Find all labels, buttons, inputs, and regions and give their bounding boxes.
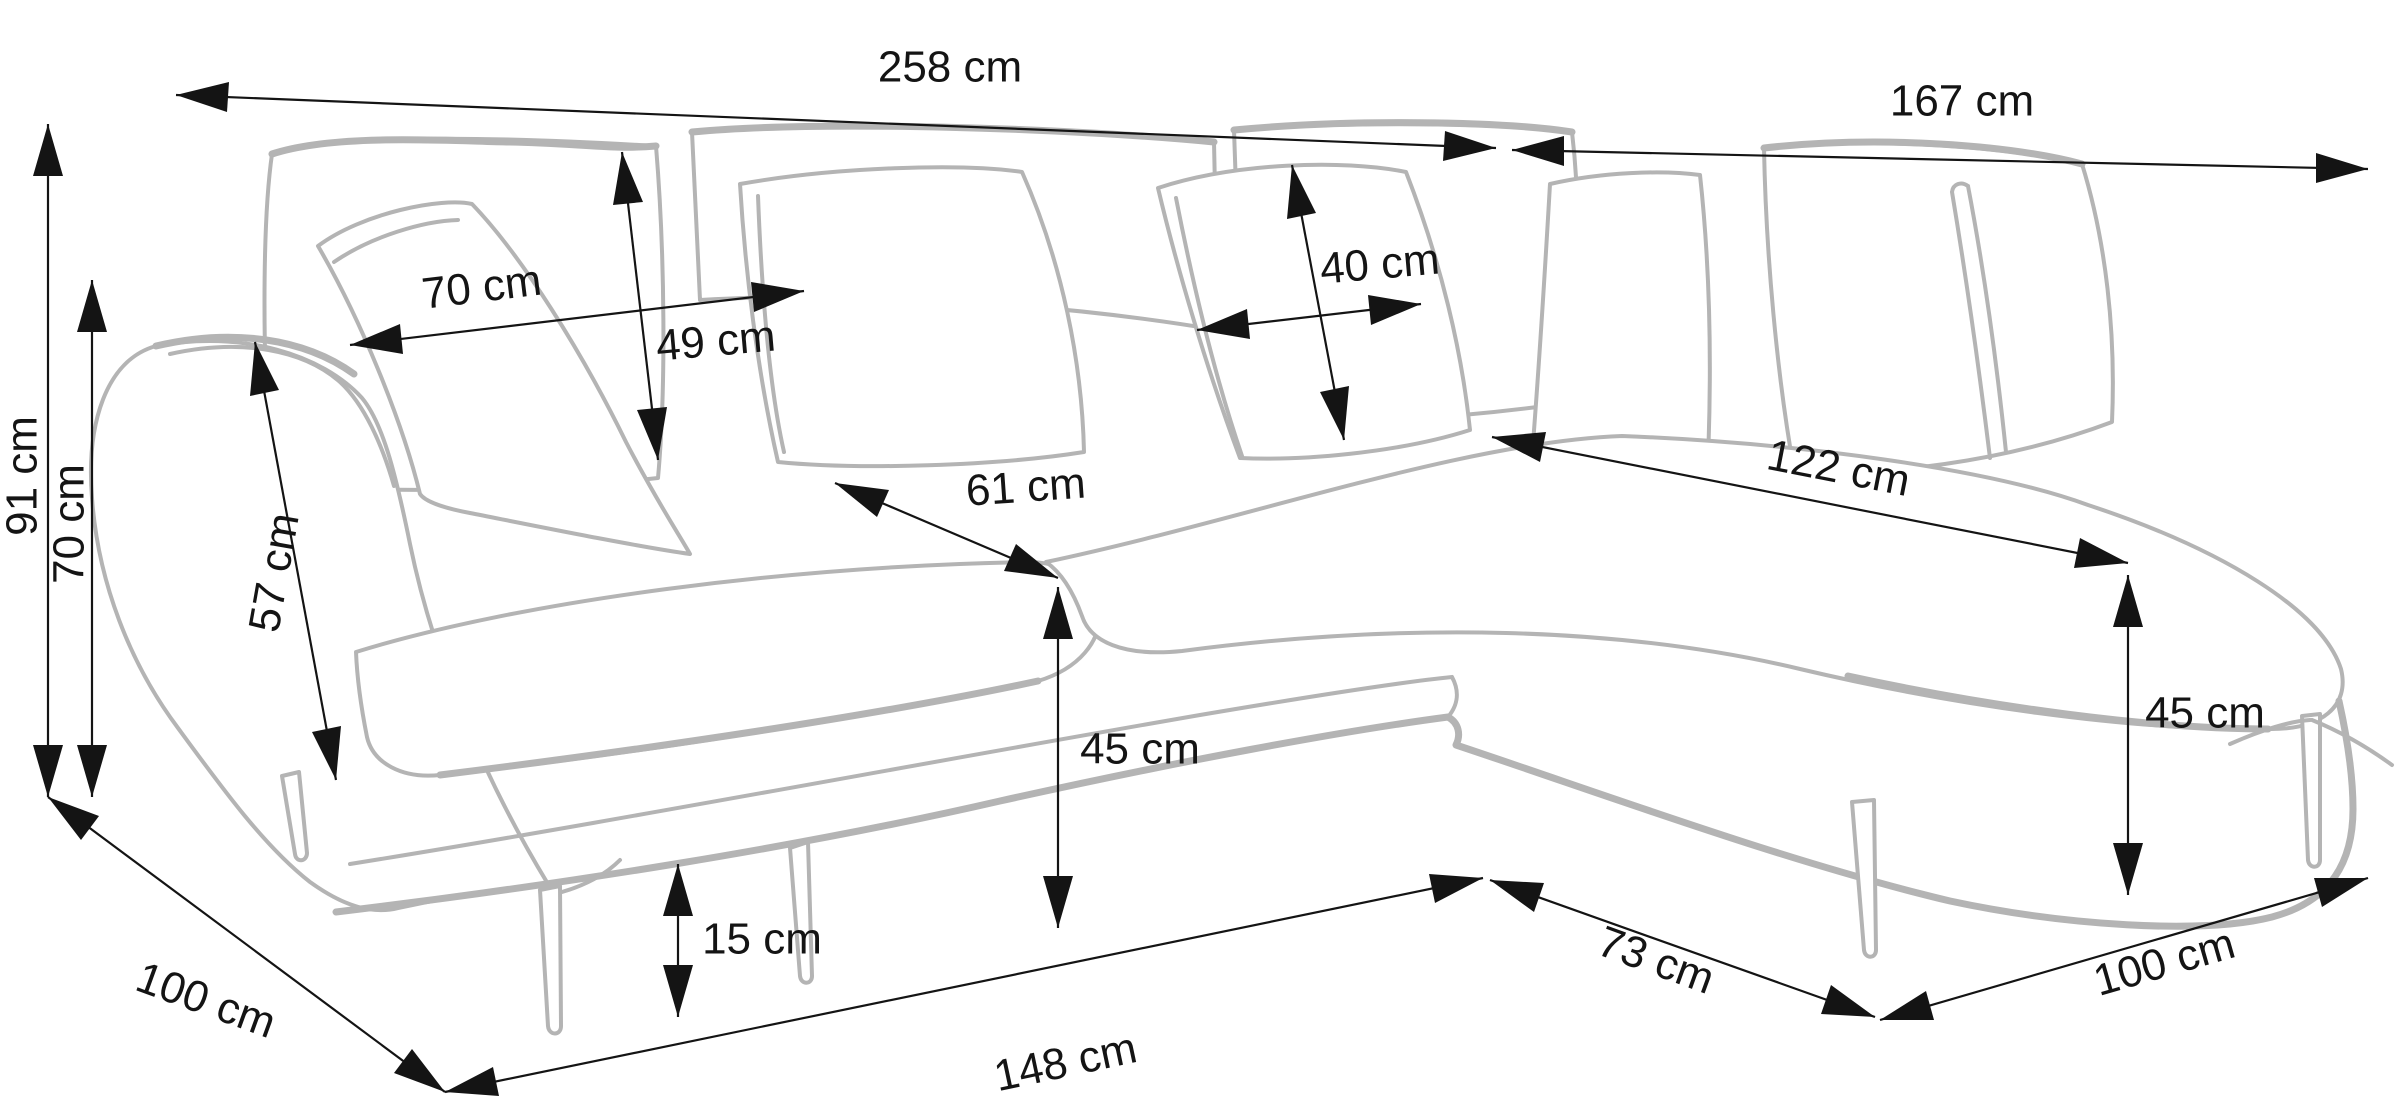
dimension-overall-width: 258 cm: [175, 43, 1497, 161]
dimension-label: 45 cm: [1080, 725, 1200, 774]
arrowhead-left: [1880, 991, 1934, 1020]
dimension-line: [349, 289, 805, 347]
dimension-label: 91 cm: [0, 416, 47, 536]
arrowhead-lower: [1004, 544, 1058, 578]
arrowhead-right: [1368, 295, 1421, 325]
dimension-line: [253, 341, 338, 781]
arrowhead-right: [2314, 878, 2368, 907]
dimension-label: 73 cm: [1591, 917, 1720, 1004]
chaise-seat-front-edge: [1844, 672, 2272, 733]
base-seam: [348, 675, 1459, 866]
pillow-large-right: [738, 165, 1086, 469]
dimension-overall-height: 91 cm: [0, 124, 63, 797]
arrowhead-right: [1443, 131, 1496, 161]
arrowhead-bottom: [77, 745, 107, 797]
leg-chaise-right-struts: [2228, 718, 2394, 767]
armrest-top-roll-edge: [152, 333, 358, 378]
arrowhead-top: [2113, 575, 2143, 627]
dimension-line: [1879, 876, 2369, 1022]
arrowhead-bottom: [1043, 876, 1073, 928]
arrowhead-right: [1821, 985, 1875, 1017]
seat-cushion-left-front-edge: [436, 677, 1042, 779]
dimension-label: 70 cm: [45, 464, 94, 584]
arrowhead-left: [1197, 309, 1250, 339]
dimension-label: 49 cm: [654, 312, 778, 371]
arrowhead-top: [33, 124, 63, 176]
dimension-label: 61 cm: [964, 459, 1087, 516]
leg-rear-left: [280, 770, 309, 863]
seat-cushion-left: [354, 560, 1103, 778]
back-cushion-middle-top-edge: [688, 122, 1218, 146]
dimension-seat-depth: 61 cm: [834, 459, 1087, 580]
pillow-large-left-crease: [332, 218, 460, 264]
arrowhead-top: [77, 280, 107, 332]
dimension-label: 167 cm: [1890, 77, 2034, 126]
dimension-cushion-size: 40 cm: [1196, 164, 1442, 441]
leg-chaise-left: [1850, 798, 1878, 959]
leg-front-left: [538, 884, 563, 1036]
arrowhead-top: [663, 864, 693, 916]
dimension-line: [47, 796, 446, 1093]
arrowhead-upper: [835, 483, 889, 517]
back-cushion-corner-top-edge: [1230, 119, 1576, 136]
arrowhead-bottom: [2113, 843, 2143, 895]
back-cushion-chaise-top-edge: [1760, 138, 2086, 168]
dimension-line: [1491, 435, 2129, 565]
pillow-large-left: [316, 200, 692, 556]
dimension-line: [444, 876, 1484, 1094]
leg-middle: [788, 840, 814, 985]
dimension-chaise-end-height: 45 cm: [2113, 575, 2265, 895]
arrowhead-left: [176, 82, 229, 112]
leg-front-left-bracket: [560, 858, 622, 894]
arrowhead-top: [48, 797, 99, 840]
dimension-armrest-height: 70 cm: [45, 280, 107, 797]
dimension-chaise-width: 167 cm: [1511, 77, 2369, 183]
sofa-line-art: [89, 119, 2394, 1036]
dimension-label: 45 cm: [2145, 689, 2265, 738]
arrowhead-bottom: [637, 407, 667, 460]
pillow-small-left-crease: [1174, 196, 1244, 458]
dimension-label: 100 cm: [130, 953, 282, 1048]
dimension-label: 40 cm: [1318, 235, 1442, 294]
arrowhead-top: [1043, 587, 1073, 639]
dimension-seat-height: 45 cm: [1043, 587, 1200, 928]
dimension-label: 258 cm: [878, 43, 1022, 92]
arrowhead-bottom: [394, 1049, 445, 1092]
dimension-line: [1511, 148, 2369, 171]
arrowhead-bottom: [1320, 386, 1349, 440]
arrowhead-top: [250, 342, 279, 396]
arrowhead-top: [1287, 165, 1316, 219]
dimension-back-pillow-height: 49 cm: [613, 151, 778, 461]
arrowhead-bottom: [33, 745, 63, 797]
pillow-small-left: [1156, 162, 1472, 461]
dimension-front-width: 148 cm: [444, 874, 1484, 1101]
arrowhead-top: [613, 152, 643, 205]
pillow-large-right-crease: [756, 194, 786, 454]
arrowhead-left: [1490, 880, 1544, 912]
leg-chaise-right: [2300, 712, 2322, 869]
arrowhead-bottom: [312, 726, 341, 780]
arrowhead-right: [751, 282, 804, 312]
back-cushion-left-top-edge: [268, 136, 660, 158]
arrowhead-upper: [1492, 432, 1546, 462]
chaise-backrest-rim: [1950, 181, 2008, 460]
arrowhead-lower: [2074, 538, 2128, 568]
dimension-line: [1489, 878, 1876, 1019]
dimension-label: 148 cm: [990, 1023, 1141, 1101]
arrowhead-left: [445, 1067, 499, 1096]
arrowhead-left: [350, 324, 403, 354]
back-cushion-chaise: [1762, 141, 2115, 474]
dimension-label: 100 cm: [2088, 919, 2240, 1006]
arrowhead-right: [1429, 874, 1483, 903]
armrest-inner-rim: [168, 344, 396, 488]
dimension-leg-clearance: 15 cm: [663, 864, 822, 1017]
arrowhead-right: [2316, 153, 2368, 183]
arrowhead-left: [1512, 136, 1564, 166]
dimension-line: [175, 93, 1497, 150]
arrowhead-bottom: [663, 965, 693, 1017]
dimension-corner-front-width: 73 cm: [1489, 878, 1876, 1019]
dimension-label: 15 cm: [702, 915, 822, 964]
chaise-seat-cushion: [1044, 434, 2345, 732]
